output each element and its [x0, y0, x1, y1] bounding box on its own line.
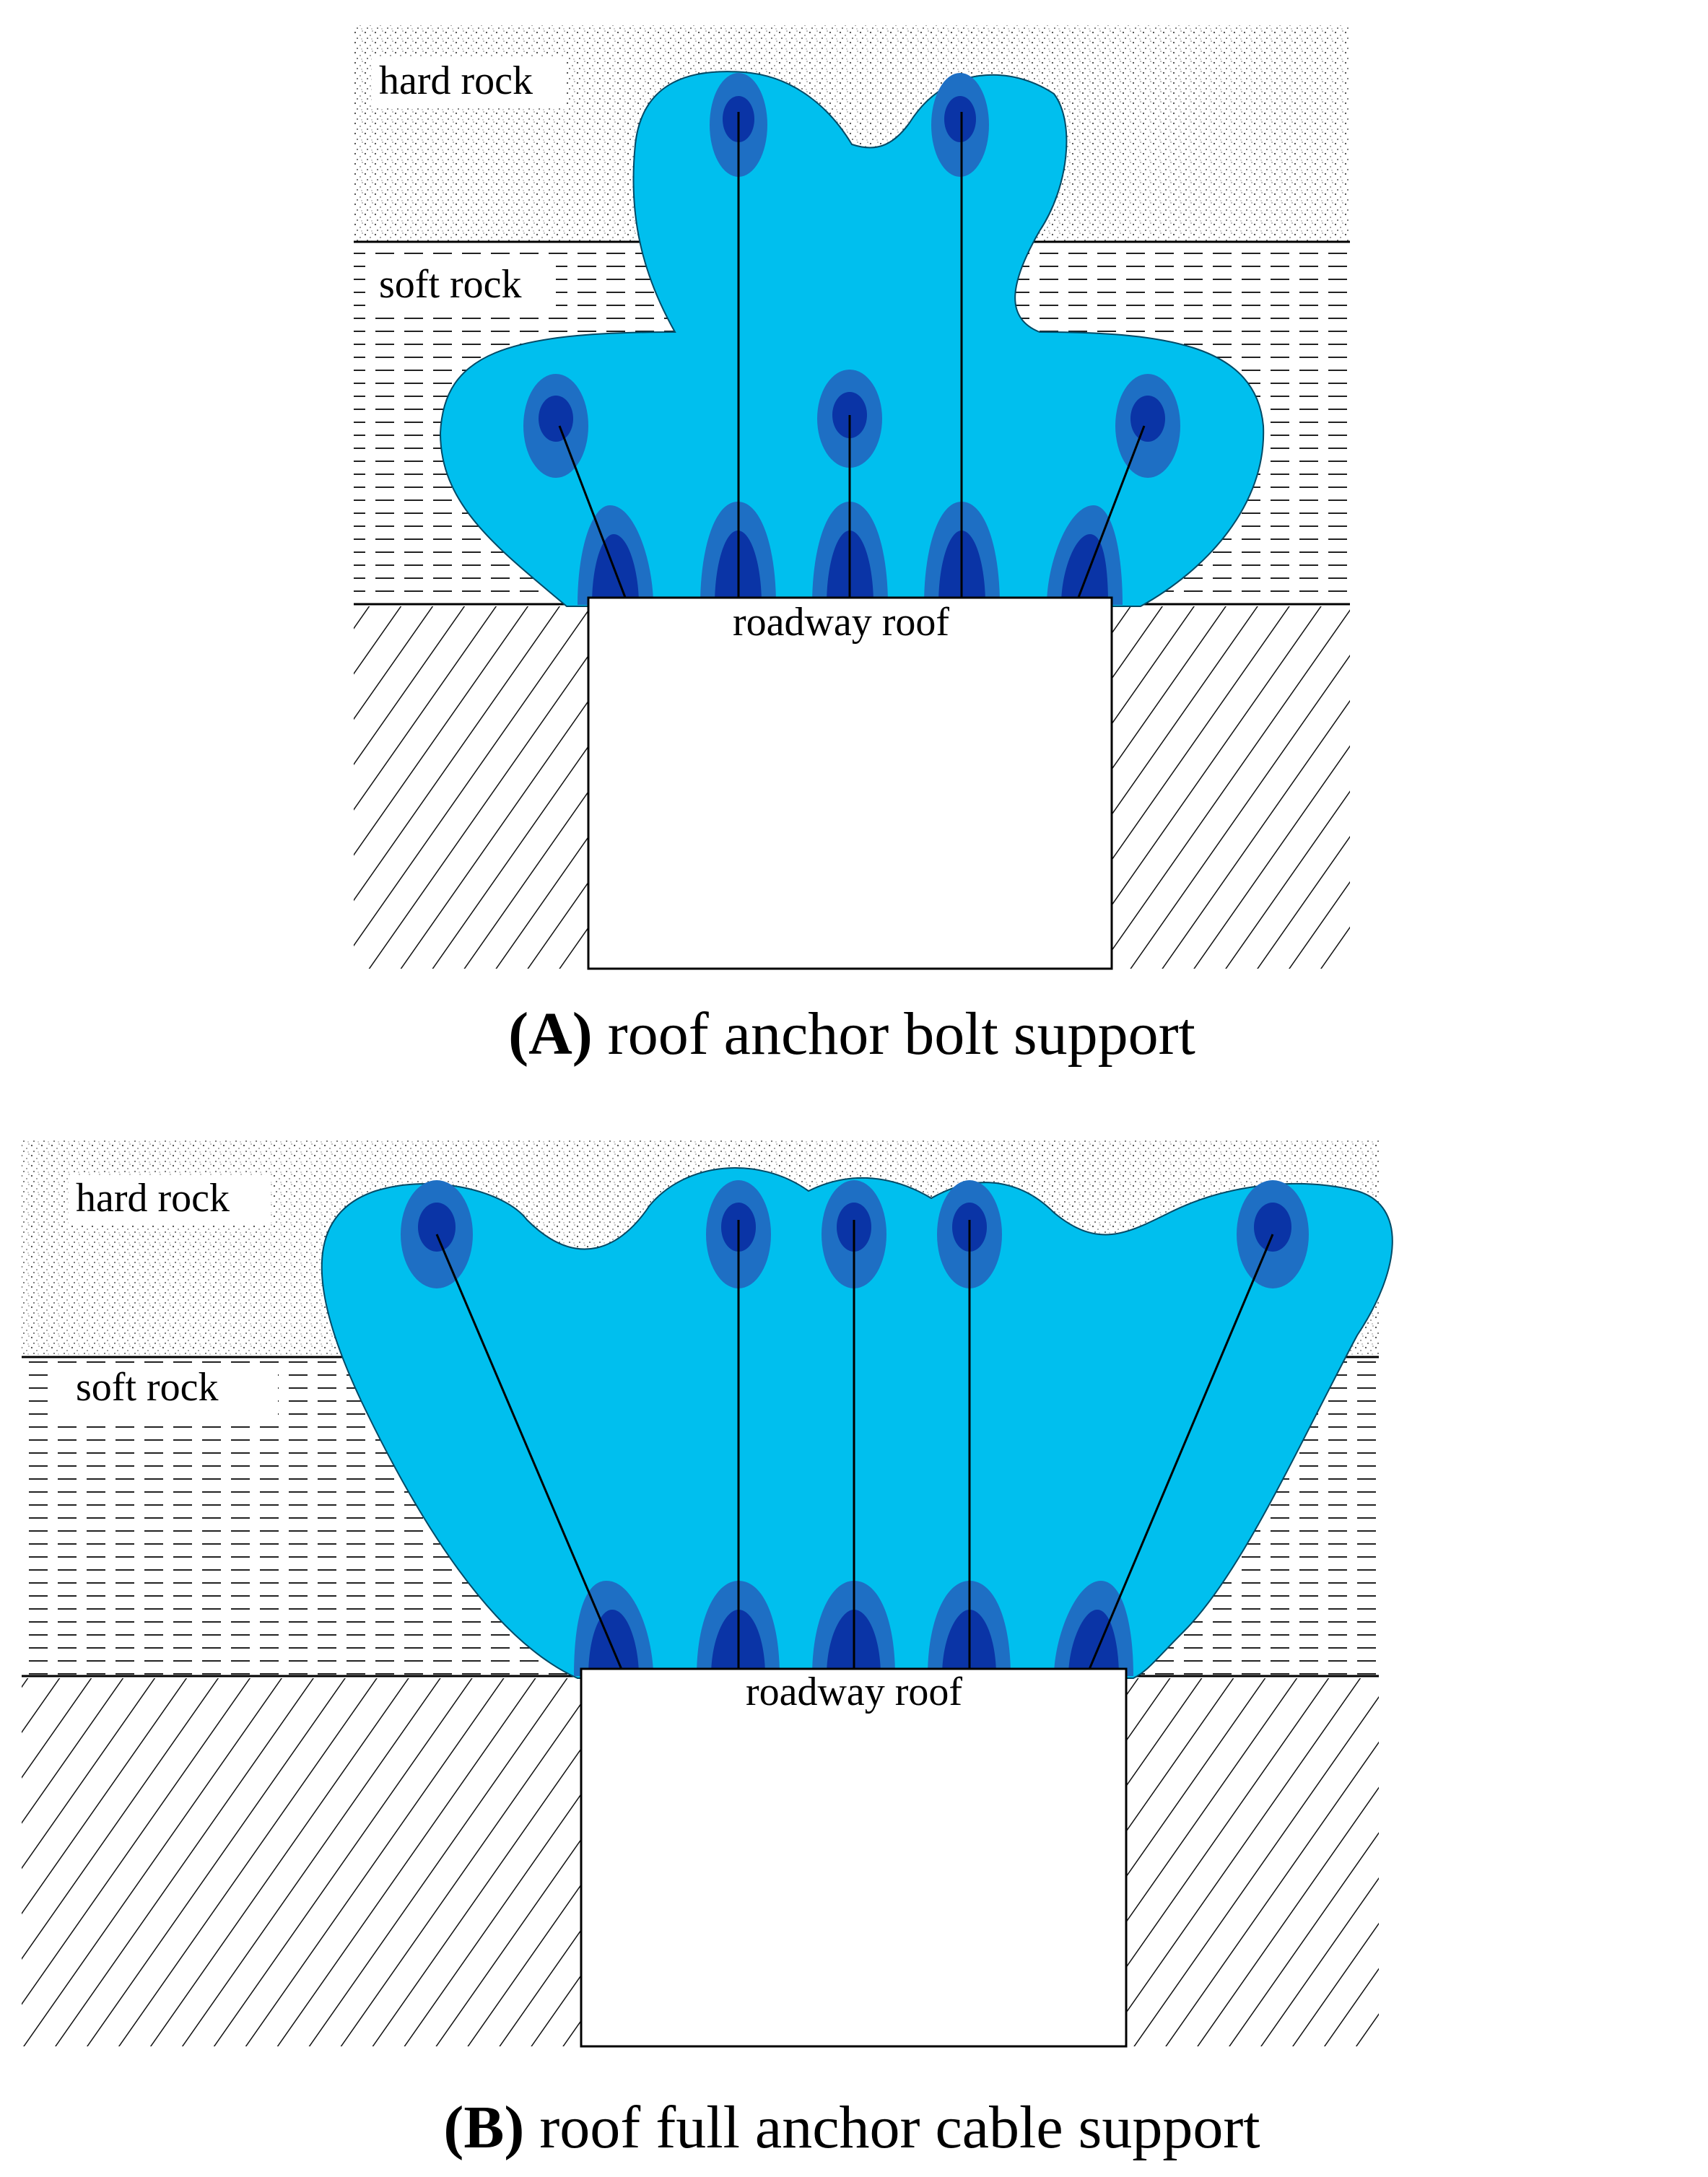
caption-text: roof full anchor cable support — [524, 2094, 1260, 2161]
roadway-opening — [587, 596, 1113, 970]
anchor-head — [1115, 374, 1180, 478]
caption-letter: (B) — [443, 2094, 524, 2161]
hatched-rock-right — [1126, 1678, 1379, 2046]
soft-rock-label: soft rock — [76, 1365, 219, 1410]
panel-a-diagram: hard rock soft rock roadway roof (A) roo… — [354, 25, 1350, 1068]
roadway-opening — [580, 1667, 1128, 2048]
hatched-rock-left — [354, 606, 588, 969]
panel-a-anchor-bolt: hard rock soft rock roadway roof (A) roo… — [0, 0, 1708, 1083]
anchor-bolts — [558, 112, 1146, 606]
panel-b-diagram: hard rock soft rock roadway roof (B) roo… — [22, 1140, 1393, 2161]
caption-text: roof anchor bolt support — [593, 1000, 1195, 1068]
caption-letter: (A) — [508, 1000, 593, 1068]
hatched-rock-right — [1112, 606, 1350, 969]
panel-b-caption: (B) roof full anchor cable support — [443, 2094, 1260, 2161]
anchor-cables — [435, 1220, 1274, 1677]
anchor-head — [931, 73, 989, 177]
panel-b-anchor-cable: hard rock soft rock roadway roof (B) roo… — [0, 1083, 1708, 2177]
stress-zone — [439, 71, 1265, 607]
panel-a-caption: (A) roof anchor bolt support — [508, 1000, 1195, 1068]
hard-rock-label: hard rock — [379, 58, 533, 103]
anchor-head — [523, 374, 588, 478]
roadway-roof-label: roadway roof — [733, 600, 949, 645]
soft-rock-label: soft rock — [379, 262, 522, 307]
hard-rock-label: hard rock — [76, 1176, 230, 1221]
hatched-rock-left — [22, 1678, 581, 2046]
roadway-roof-label: roadway roof — [746, 1670, 962, 1714]
stress-zone — [321, 1167, 1393, 1679]
